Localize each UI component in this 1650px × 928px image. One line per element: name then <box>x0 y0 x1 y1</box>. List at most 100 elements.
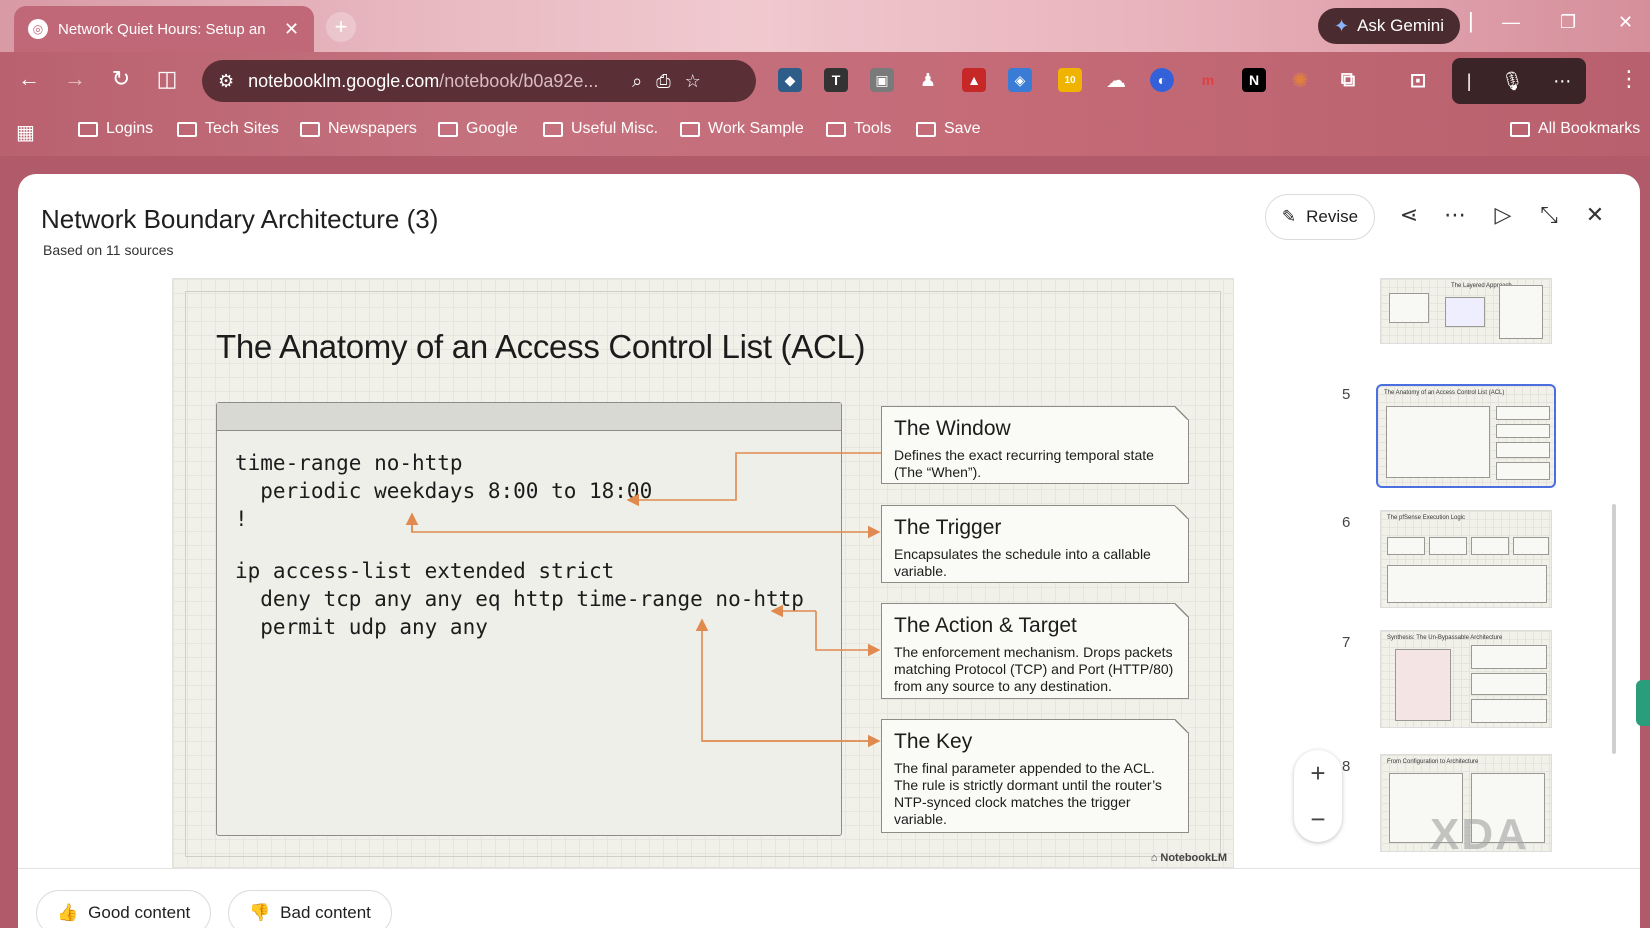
card-body: Defines the exact recurring temporal sta… <box>894 447 1154 480</box>
bitwarden-extension-icon[interactable]: ◆ <box>778 68 802 92</box>
bookmark-folder-useful-misc[interactable]: Useful Misc. <box>543 120 658 138</box>
zoom-out-icon[interactable]: − <box>1310 803 1326 834</box>
tab-title: Network Quiet Hours: Setup an <box>58 20 266 38</box>
apps-grid-icon[interactable]: ▦ <box>16 122 35 144</box>
reload-icon[interactable]: ↻ <box>111 66 131 91</box>
claude-extension-icon[interactable]: ✺ <box>1291 69 1309 92</box>
thumb-caption: The Anatomy of an Access Control List (A… <box>1384 390 1505 396</box>
card-the-trigger: The Trigger Encapsulates the schedule in… <box>881 505 1189 583</box>
close-window-icon[interactable]: ✕ <box>1618 12 1634 32</box>
slide-thumbnail-7[interactable]: Synthesis: The Un-Bypassable Architectur… <box>1380 630 1552 728</box>
code-window: time-range no-http periodic weekdays 8:0… <box>216 402 842 836</box>
page-title: Network Boundary Architecture (3) <box>41 204 439 234</box>
thumb-block <box>1387 537 1425 555</box>
collapse-icon[interactable]: ⤡ <box>1540 202 1558 227</box>
extension-pdf-icon[interactable]: ▲ <box>962 68 986 92</box>
minimize-icon[interactable]: — <box>1502 12 1520 32</box>
bookmark-folder-work-sample[interactable]: Work Sample <box>680 120 804 138</box>
extension-cloud-icon[interactable]: ☁ <box>1106 69 1126 92</box>
extension-circle-icon[interactable]: ◐ <box>1150 68 1174 92</box>
bad-content-button[interactable]: 👎 Bad content <box>228 890 392 928</box>
zoom-in-icon[interactable]: + <box>1310 757 1326 788</box>
code-line-3: ! <box>235 507 248 531</box>
address-bar[interactable]: ⚙ notebooklm.google.com/notebook/b0a92e.… <box>202 60 756 102</box>
slide-thumbnail-4[interactable]: The Layered Approach <box>1380 278 1552 344</box>
restore-icon[interactable]: ❐ <box>1560 12 1577 32</box>
slide-thumbnail-5[interactable]: The Anatomy of an Access Control List (A… <box>1376 384 1556 488</box>
url-path: /notebook/b0a92e... <box>439 70 599 91</box>
bookmarks-bar: ▦ Logins Tech Sites Newspapers Google Us… <box>0 110 1650 150</box>
bookmark-folder-logins[interactable]: Logins <box>78 120 153 138</box>
extension-badge-icon[interactable]: 10 <box>1058 68 1082 92</box>
extension-t-icon[interactable]: T <box>824 68 848 92</box>
code-window-titlebar <box>217 403 841 431</box>
ask-gemini-button[interactable]: ✦ Ask Gemini <box>1318 8 1461 44</box>
close-tab-icon[interactable]: ✕ <box>284 18 300 39</box>
card-title: The Action & Target <box>894 614 1077 637</box>
extension-cube-icon[interactable]: ◈ <box>1008 68 1032 92</box>
bookmark-label: Logins <box>106 120 154 137</box>
thumb-block <box>1389 773 1463 843</box>
connector-arrows <box>405 452 881 748</box>
microphone-icon[interactable]: 🎙 <box>1500 70 1524 91</box>
thumbnail-scrollbar[interactable] <box>1612 504 1616 754</box>
browser-toolbar: ← → ↻ ◫ ⚙ notebooklm.google.com/notebook… <box>0 52 1650 110</box>
card-the-action-target: The Action & Target The enforcement mech… <box>881 603 1189 699</box>
thumb-caption: The Layered Approach <box>1451 283 1512 289</box>
arrow-window-to-periodic <box>626 452 881 507</box>
bookmark-folder-tech-sites[interactable]: Tech Sites <box>177 120 279 138</box>
bookmark-folder-google[interactable]: Google <box>438 120 518 138</box>
thumb-block <box>1513 537 1549 555</box>
tab-strip: ◎ Network Quiet Hours: Setup an ✕ + ✦ As… <box>0 0 1650 52</box>
back-icon[interactable]: ← <box>18 66 40 91</box>
slide-thumbnail-8[interactable]: From Configuration to Architecture <box>1380 754 1552 852</box>
thumb-number: 6 <box>1342 514 1351 531</box>
tab-search-icon[interactable]: ⊡ <box>1409 69 1427 92</box>
folder-icon <box>826 121 846 137</box>
ask-gemini-label: Ask Gemini <box>1357 16 1445 35</box>
card-the-key: The Key The final parameter appended to … <box>881 719 1189 833</box>
slide-title: The Anatomy of an Access Control List (A… <box>216 328 866 365</box>
extension-copy-icon[interactable]: ▣ <box>870 68 894 92</box>
card-title: The Key <box>894 730 973 753</box>
folder-icon <box>680 121 700 137</box>
good-content-button[interactable]: 👍 Good content <box>36 890 212 928</box>
zoom-lens-icon[interactable]: ⌕ <box>632 70 643 91</box>
bookmark-star-icon[interactable]: ☆ <box>684 70 701 91</box>
extension-m-icon[interactable]: m <box>1201 72 1215 88</box>
bad-content-label: Bad content <box>280 903 371 922</box>
revise-button[interactable]: ✎ Revise <box>1265 194 1375 240</box>
bookmark-label: Tech Sites <box>205 120 279 137</box>
thumb-block <box>1471 673 1547 695</box>
split-view-icon[interactable]: ◫ <box>156 66 178 91</box>
new-tab-button[interactable]: + <box>326 12 356 42</box>
thumb-caption: The pfSense Execution Logic <box>1387 515 1466 521</box>
share-icon[interactable]: ⋖ <box>1399 202 1419 227</box>
bookmark-folder-tools[interactable]: Tools <box>826 120 891 138</box>
more-dots-icon[interactable]: ⋯ <box>1553 70 1572 91</box>
slide-thumbnail-6[interactable]: The pfSense Execution Logic <box>1380 510 1552 608</box>
bookmark-folder-newspapers[interactable]: Newspapers <box>300 120 417 138</box>
card-body: The final parameter appended to the ACL.… <box>894 760 1162 827</box>
install-app-icon[interactable]: ⎙ <box>656 70 671 91</box>
bookmark-folder-save[interactable]: Save <box>916 120 980 138</box>
thumb-block <box>1496 462 1550 480</box>
side-extension-tab[interactable] <box>1636 680 1650 726</box>
play-icon[interactable]: ▷ <box>1494 202 1512 227</box>
forward-icon[interactable]: → <box>64 66 86 91</box>
all-bookmarks-button[interactable]: All Bookmarks <box>1510 120 1640 138</box>
extensions-puzzle-icon[interactable]: ⧉ <box>1340 68 1356 91</box>
arrow-key-to-timerange <box>695 618 879 742</box>
browser-menu-icon[interactable]: ⋮ <box>1618 66 1640 91</box>
thumb-block <box>1471 537 1509 555</box>
extension-figure-icon[interactable]: ♟ <box>919 69 937 90</box>
active-tab[interactable]: ◎ Network Quiet Hours: Setup an ✕ <box>14 6 314 52</box>
more-options-icon[interactable]: ⋯ <box>1444 202 1466 227</box>
close-panel-icon[interactable]: ✕ <box>1585 202 1605 227</box>
notion-extension-icon[interactable]: N <box>1242 68 1266 92</box>
url-text: notebooklm.google.com/notebook/b0a92e... <box>248 71 618 92</box>
site-info-icon[interactable]: ⚙ <box>218 70 235 91</box>
card-body: Encapsulates the schedule into a callabl… <box>894 546 1151 579</box>
card-title: The Window <box>894 417 1011 440</box>
thumb-number: 7 <box>1342 634 1351 651</box>
